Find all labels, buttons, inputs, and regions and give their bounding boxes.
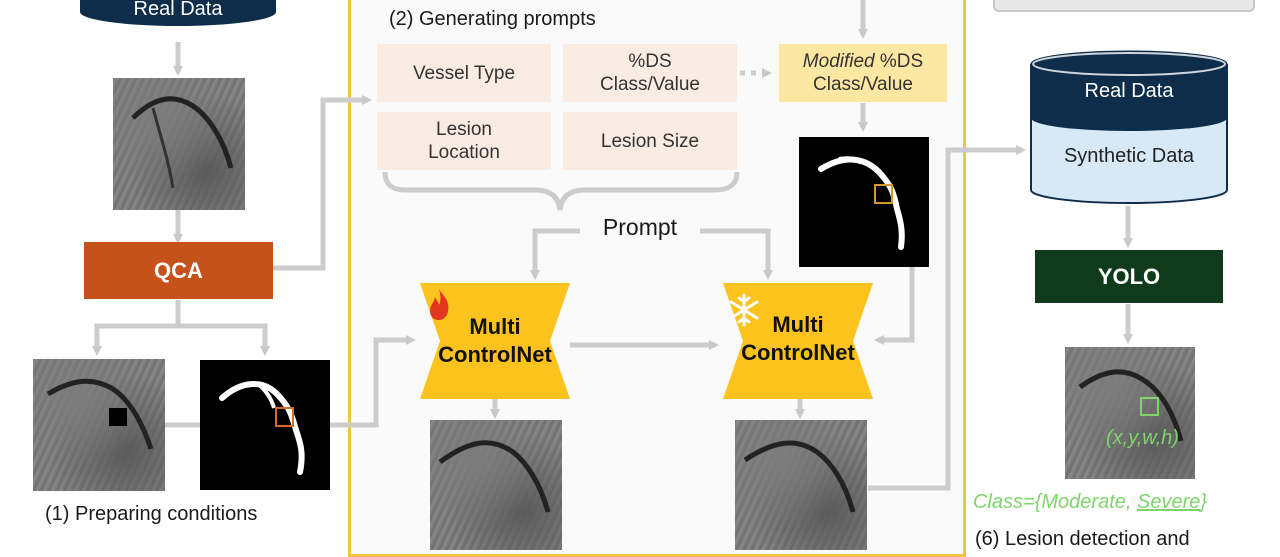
top-right-box bbox=[993, 0, 1255, 12]
multi-controlnet-trainable: Multi ControlNet bbox=[420, 283, 570, 399]
vessel-mask-image bbox=[200, 360, 330, 490]
ds-label: %DS bbox=[628, 51, 672, 72]
class-severe: Severe bbox=[1137, 491, 1201, 513]
real-data-label-right: Real Data bbox=[1084, 80, 1174, 102]
input-angiogram-image bbox=[113, 78, 245, 210]
modified-ds-rest: %DS bbox=[874, 51, 924, 72]
class-suffix: } bbox=[1200, 491, 1208, 513]
detection-overlay bbox=[1078, 369, 1184, 442]
class-line: Class={Moderate, Severe} bbox=[973, 491, 1207, 514]
modified-class-value: Class/Value bbox=[813, 74, 913, 95]
yolo-label: YOLO bbox=[1097, 263, 1161, 289]
location-label: Location bbox=[428, 142, 500, 163]
yolo-box: YOLO bbox=[1035, 250, 1223, 303]
database-cylinder bbox=[1030, 50, 1228, 204]
controlnet-left-line2: ControlNet bbox=[438, 342, 552, 367]
lesion-label: Lesion bbox=[436, 119, 492, 140]
multi-controlnet-frozen: Multi ControlNet bbox=[723, 283, 873, 399]
ds-class-box: %DS Class/Value bbox=[563, 44, 737, 102]
vessel-type-box: Vessel Type bbox=[377, 44, 551, 102]
vessel-shadow bbox=[131, 96, 234, 189]
real-data-database-left: Real Data bbox=[80, 0, 276, 40]
controlnet-shape-right bbox=[723, 283, 873, 399]
vessel-type-label: Vessel Type bbox=[412, 62, 516, 84]
synthetic-data-label: Synthetic Data bbox=[1063, 145, 1195, 167]
lesion-marker bbox=[46, 378, 154, 450]
ds-class-value-label: Class/Value bbox=[600, 74, 700, 95]
modified-ds-line1: Modified %DS bbox=[803, 50, 923, 73]
class-prefix: Class={ bbox=[973, 491, 1042, 513]
generated-angiogram-left bbox=[430, 420, 562, 550]
controlnet-left-line1: Multi bbox=[469, 314, 521, 339]
vessel-shadow-right bbox=[743, 440, 856, 513]
modified-word: Modified bbox=[802, 51, 875, 72]
lesion-size-box: Lesion Size bbox=[563, 112, 737, 170]
detection-angiogram bbox=[1065, 347, 1195, 479]
controlnet-right-line2: ControlNet bbox=[741, 340, 855, 365]
snowflake-icon bbox=[727, 293, 761, 327]
real-synthetic-database: Real Data Synthetic Data bbox=[1030, 50, 1228, 206]
bbox-coordinates-label: (x,y,w,h) bbox=[1106, 427, 1179, 449]
class-sep: , bbox=[1125, 491, 1137, 513]
step6-label: (6) Lesion detection and bbox=[975, 528, 1190, 550]
class-moderate: Moderate bbox=[1041, 491, 1126, 513]
fire-icon bbox=[426, 287, 452, 321]
modified-ds-box: Modified %DS Class/Value bbox=[779, 44, 947, 102]
step2-label: (2) Generating prompts bbox=[389, 8, 596, 30]
controlnet-shape-left bbox=[420, 283, 570, 399]
step1-label: (1) Preparing conditions bbox=[45, 503, 258, 525]
real-data-label-left: Real Data bbox=[133, 0, 223, 20]
vessel-shadow-left bbox=[438, 440, 551, 513]
vessel-mask-shape bbox=[219, 380, 305, 475]
qca-box: QCA bbox=[84, 242, 273, 299]
modified-mask-shape bbox=[818, 156, 905, 250]
lesion-marked-angiogram bbox=[33, 359, 165, 491]
lesion-size-label: Lesion Size bbox=[600, 130, 700, 152]
lesion-location-box: Lesion Location bbox=[377, 112, 551, 170]
modified-mask-image bbox=[799, 137, 929, 267]
prompt-label: Prompt bbox=[580, 214, 700, 241]
controlnet-right-line1: Multi bbox=[772, 312, 824, 337]
generated-angiogram-right bbox=[735, 420, 867, 550]
qca-label: QCA bbox=[154, 257, 203, 283]
